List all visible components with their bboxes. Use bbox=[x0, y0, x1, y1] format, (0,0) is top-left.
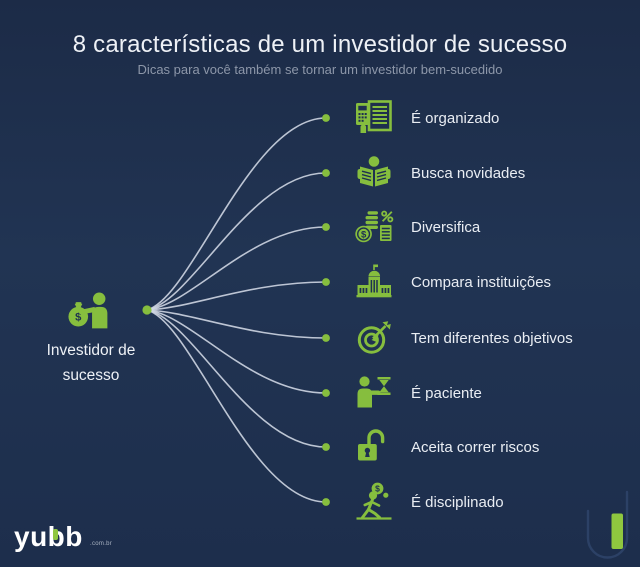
branch-row-novidades: Busca novidades bbox=[354, 153, 525, 193]
branch-dot bbox=[322, 389, 330, 397]
branch-dot bbox=[322, 223, 330, 231]
discipline-runner-icon bbox=[354, 482, 394, 522]
yubb-logo: yubb .com.br bbox=[14, 521, 112, 556]
branch-dot bbox=[322, 278, 330, 286]
branch-label: Aceita correr riscos bbox=[411, 438, 540, 456]
branch-label: É disciplinado bbox=[411, 493, 504, 511]
patience-hourglass-icon bbox=[354, 373, 394, 413]
branch-row-instituicoes: Compara instituições bbox=[354, 262, 551, 302]
branch-label: Busca novidades bbox=[411, 164, 526, 182]
branch-dot bbox=[322, 169, 330, 177]
institution-building-icon bbox=[354, 262, 394, 302]
branch-label: Tem diferentes objetivos bbox=[411, 329, 573, 347]
center-node-dot bbox=[142, 305, 152, 315]
diversify-coins-icon bbox=[354, 207, 394, 247]
branch-dot bbox=[322, 114, 330, 122]
branch-row-diversifica: Diversifica bbox=[354, 207, 480, 247]
branch-row-riscos: Aceita correr riscos bbox=[354, 427, 539, 467]
branch-dot bbox=[322, 334, 330, 342]
branch-label: É paciente bbox=[411, 384, 482, 402]
branch-label: Diversifica bbox=[411, 218, 481, 236]
branch-row-paciente: É paciente bbox=[354, 373, 482, 413]
branch-dot bbox=[322, 443, 330, 451]
investor-money-bag-icon bbox=[66, 287, 113, 334]
page-title: 8 características de um investidor de su… bbox=[72, 31, 568, 58]
branch-row-organizado: É organizado bbox=[354, 98, 499, 138]
branch-row-disciplinado: É disciplinado bbox=[354, 482, 504, 522]
reading-news-icon bbox=[354, 153, 394, 193]
page-subtitle: Dicas para você também se tornar um inve… bbox=[137, 62, 503, 77]
branch-dot bbox=[322, 498, 330, 506]
branch-row-objetivos: Tem diferentes objetivos bbox=[354, 318, 573, 358]
target-dart-icon bbox=[354, 318, 394, 358]
risk-open-padlock-icon bbox=[354, 427, 394, 467]
center-node-label: Investidor de sucesso bbox=[46, 342, 136, 384]
branch-label: Compara instituições bbox=[411, 273, 552, 291]
yubb-logo-green-bar bbox=[53, 529, 58, 540]
branch-label: É organizado bbox=[411, 109, 500, 127]
yubb-logo-suffix: .com.br bbox=[90, 541, 113, 547]
organized-checklist-icon bbox=[354, 98, 394, 138]
yubb-logo-text: yubb bbox=[14, 521, 83, 552]
